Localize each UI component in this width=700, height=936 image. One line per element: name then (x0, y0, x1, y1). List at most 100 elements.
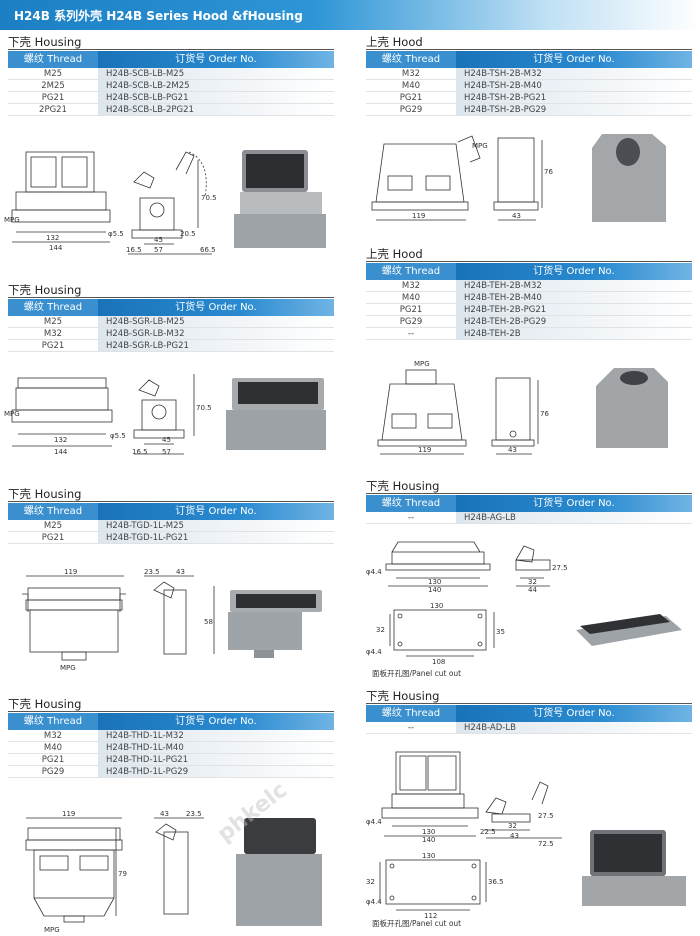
thread-cell: M32 (43, 329, 63, 339)
dim-label: 27.5 (538, 812, 554, 820)
dim-label: 130 (430, 602, 443, 610)
order-cell: H24B-THD-1L-PG21 (98, 754, 334, 765)
dim-label: 16.5 (126, 246, 142, 254)
panel-cutout-label: 面板开孔图/Panel cut out (372, 919, 462, 928)
section-title: 下壳 Housing (366, 479, 440, 493)
section-title: 下壳 Housing (366, 689, 440, 703)
dim-label: 76 (540, 410, 549, 418)
order-cell: H24B-TSH-2B-PG29 (456, 104, 692, 115)
order-cell: H24B-SGR-LB-M32 (98, 328, 334, 339)
dim-label: 76 (544, 168, 553, 176)
thread-cell: PG21 (41, 93, 65, 103)
dim-label: 32 (366, 878, 375, 886)
dim-label: 119 (412, 212, 425, 220)
order-cell: H24B-TEH-2B (456, 328, 692, 339)
thread-header: 螺纹 Thread (8, 299, 98, 316)
section-title: 下壳 Housing (8, 697, 82, 711)
dim-label: 43 (176, 568, 185, 576)
dim-label: 36.5 (488, 878, 504, 886)
order-cell: H24B-TEH-2B-M40 (456, 292, 692, 303)
dim-label: 22.5 (480, 828, 496, 836)
thread-cell: PG29 (399, 317, 423, 327)
table-row: --H24B-AD-LB (366, 722, 692, 734)
table-row: -- H24B-AG-LB (366, 512, 692, 524)
dim-label: 58 (204, 618, 213, 626)
title-rule (366, 261, 692, 262)
dim-label: 16.5 (132, 448, 148, 456)
table-header: 螺纹 Thread 订货号 Order No. (366, 263, 692, 280)
order-header: 订货号 Order No. (456, 495, 692, 512)
order-table: 螺纹 Thread 订货号 Order No. --H24B-AD-LB (366, 705, 692, 734)
thread-cell: PG29 (41, 767, 65, 777)
dim-label: 43 (512, 212, 521, 220)
dim-label: 72.5 (538, 840, 554, 848)
dim-label: MPG (4, 216, 20, 224)
title-rule (366, 493, 692, 494)
dim-label: 119 (62, 810, 75, 818)
order-cell: H24B-TGD-1L-PG21 (98, 532, 334, 543)
order-cell: H24B-TSH-2B-M40 (456, 80, 692, 91)
housing-product-photo (234, 150, 326, 248)
order-header: 订货号 Order No. (98, 299, 334, 316)
dim-label: 32 (508, 822, 517, 830)
dim-label: 130 (422, 828, 435, 836)
order-cell: H24B-SGR-LB-M25 (98, 316, 334, 327)
section-title: 上壳 Hood (366, 35, 423, 49)
housing-scb-drawing: 132 144 MPG φ5.5 45 57 16.5 20.5 66.5 70… (4, 150, 326, 255)
dim-label: φ4.4 (366, 648, 382, 656)
order-cell: H24B-TEH-2B-PG29 (456, 316, 692, 327)
order-cell: H24B-TEH-2B-PG21 (456, 304, 692, 315)
thread-cell: M25 (43, 69, 63, 79)
thread-cell: M25 (43, 317, 63, 327)
hood-tsh-drawing: 119 43 76 MPG (371, 134, 666, 222)
dim-label: MPG (60, 664, 76, 672)
dim-label: 32 (376, 626, 385, 634)
dim-label: 23.5 (186, 810, 202, 818)
dim-label: 20.5 (180, 230, 196, 238)
thread-cell: M40 (43, 743, 63, 753)
order-table: 螺纹 Thread 订货号 Order No. -- H24B-AG-LB (366, 495, 692, 524)
housing-ad-drawing: φ4.4 130 140 22.5 32 43 72.5 27.5 130 32… (366, 751, 686, 920)
dim-label: 44 (528, 586, 537, 594)
thread-cell: PG29 (399, 105, 423, 115)
dim-label: 130 (422, 852, 435, 860)
table-header: 螺纹 Thread 订货号 Order No. (366, 51, 692, 68)
order-header: 订货号 Order No. (98, 713, 334, 730)
dim-label: 140 (428, 586, 441, 594)
title-rule (8, 711, 334, 712)
dim-label: 43 (160, 810, 169, 818)
hood-product-photo (596, 368, 668, 448)
thread-cell: M32 (43, 731, 63, 741)
title-rule (8, 297, 334, 298)
section-title: 下壳 Housing (8, 35, 82, 49)
thread-header: 螺纹 Thread (366, 495, 456, 512)
dim-label: 45 (154, 236, 163, 244)
dim-label: 130 (428, 578, 441, 586)
table-header: 螺纹 Thread 订货号 Order No. (8, 713, 334, 730)
thread-cell: 2PG21 (39, 105, 67, 115)
dim-label: 70.5 (196, 404, 212, 412)
dim-label: MPG (472, 142, 488, 150)
section-title: 下壳 Housing (8, 283, 82, 297)
order-cell: H24B-TGD-1L-M25 (98, 520, 334, 531)
thread-cell: -- (407, 513, 415, 523)
order-cell: H24B-AG-LB (456, 512, 692, 523)
order-header: 订货号 Order No. (98, 51, 334, 68)
thread-header: 螺纹 Thread (8, 713, 98, 730)
thread-cell: PG21 (399, 305, 423, 315)
